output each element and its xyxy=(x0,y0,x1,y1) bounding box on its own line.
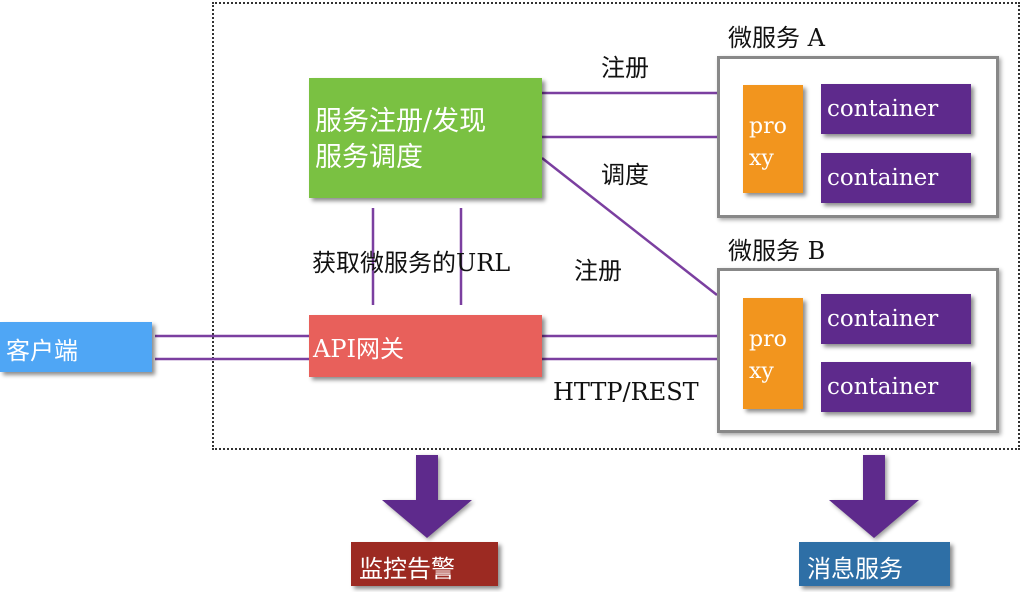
proxy-text-1: pro xyxy=(749,114,787,139)
service-a-container-2: container xyxy=(821,153,971,203)
message-service-node: 消息服务 xyxy=(799,542,950,586)
messaging-arrow xyxy=(829,455,919,538)
system-boundary xyxy=(212,2,1020,450)
register-line-b xyxy=(541,157,718,296)
api-gateway-node: API网关 xyxy=(309,315,542,377)
register-b-label: 注册 xyxy=(574,257,622,285)
container-label: container xyxy=(827,374,939,400)
proxy-text-2: xy xyxy=(749,359,774,384)
proxy-text-2: xy xyxy=(749,146,774,171)
register-a-label: 注册 xyxy=(601,54,649,82)
service-b-title: 微服务 B xyxy=(728,237,826,265)
fetch-url-label: 获取微服务的URL xyxy=(312,249,511,277)
service-registry-node: 服务注册/发现 服务调度 xyxy=(309,78,542,198)
schedule-label: 调度 xyxy=(601,161,649,189)
proxy-text-1: pro xyxy=(749,327,787,352)
client-label: 客户端 xyxy=(6,337,78,365)
container-label: container xyxy=(827,165,939,191)
messaging-label: 消息服务 xyxy=(807,555,903,583)
container-label: container xyxy=(827,96,939,122)
client-node: 客户端 xyxy=(0,322,152,372)
container-label: container xyxy=(827,306,939,332)
service-a-title: 微服务 A xyxy=(728,24,825,52)
monitoring-alerts-node: 监控告警 xyxy=(351,542,498,586)
monitoring-arrow xyxy=(382,455,472,538)
http-rest-label: HTTP/REST xyxy=(553,378,699,406)
registry-line1: 服务注册/发现 xyxy=(315,106,487,137)
service-b-container-1: container xyxy=(821,294,971,344)
service-b-container-2: container xyxy=(821,362,971,412)
service-a-proxy: pro xy xyxy=(743,85,803,193)
service-b-proxy: pro xy xyxy=(743,298,803,409)
monitoring-label: 监控告警 xyxy=(359,555,455,583)
service-a-container-1: container xyxy=(821,84,971,134)
registry-line2: 服务调度 xyxy=(315,142,423,173)
gateway-label: API网关 xyxy=(313,335,404,363)
